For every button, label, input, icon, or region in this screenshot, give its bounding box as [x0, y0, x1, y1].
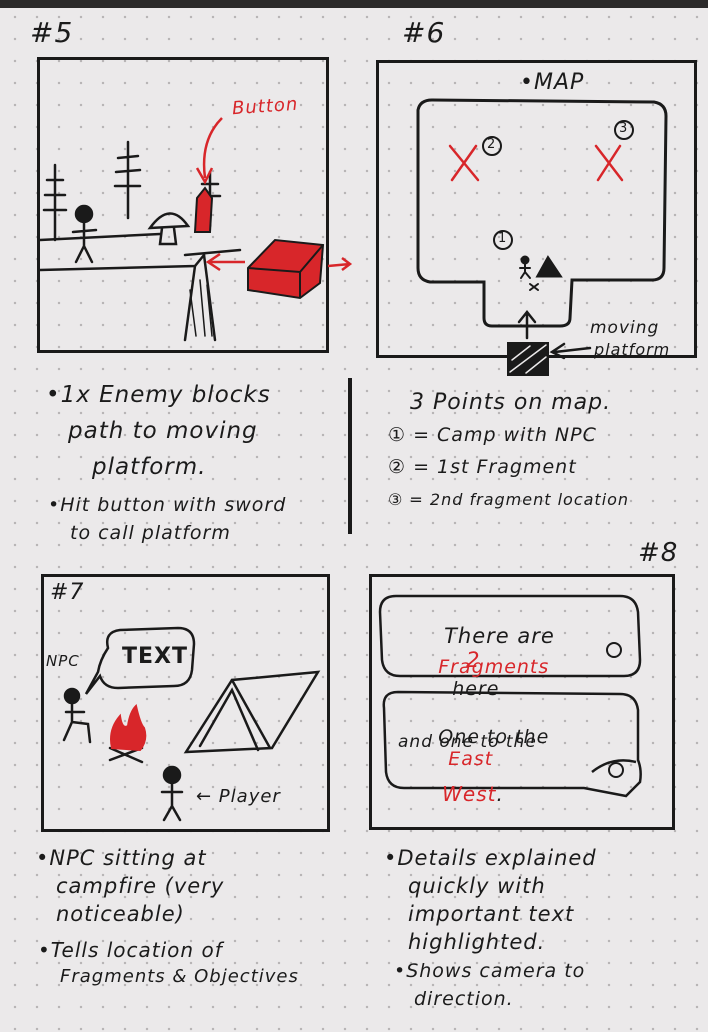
- panel-6-red-x-marks: [448, 144, 624, 182]
- npc-label: NPC: [46, 652, 80, 670]
- note-line: campfire (very: [56, 874, 225, 898]
- panel-8-number: #8: [638, 538, 679, 568]
- map-point-1: 1: [498, 231, 508, 246]
- note-line: ③ = 2nd fragment location: [388, 490, 630, 509]
- note-line: Fragments & Objectives: [60, 966, 299, 987]
- panel-7-frame: [41, 574, 330, 832]
- note-line: •1x Enemy blocks: [46, 382, 271, 408]
- bubble-2-east: East: [448, 748, 494, 770]
- divider-line: [348, 378, 352, 534]
- panel-6-map: [416, 98, 668, 376]
- note-line: noticeable): [56, 902, 185, 926]
- note-line: path to moving: [68, 418, 258, 444]
- bubble-1-line-1: There are 2: [398, 600, 555, 696]
- bubble-2-line-2: and one to the: [398, 732, 537, 752]
- note-line: highlighted.: [408, 930, 546, 954]
- panel-8-frame: [369, 574, 675, 830]
- bubble-1-number: 2: [466, 648, 481, 672]
- note-line: •Details explained: [384, 846, 597, 870]
- speech-bubble-text: TEXT: [122, 644, 189, 669]
- map-point-3: 3: [619, 121, 629, 136]
- panel-5-frame: [37, 57, 329, 353]
- note-line: •Hit button with sword: [48, 494, 287, 516]
- panel-8-bubbles: [378, 594, 642, 798]
- bubble-2-west: West: [442, 782, 497, 806]
- bubble-2-pre: One to the: [438, 726, 550, 748]
- panel-6-number: #6: [402, 16, 446, 49]
- note-line: ① = Camp with NPC: [388, 424, 597, 446]
- note-line: 3 Points on map.: [410, 390, 612, 415]
- bubble-2-line-3: West.: [398, 758, 504, 830]
- panel-7-scene: [62, 626, 321, 822]
- bubble-1-line-2: Fragments here: [396, 634, 549, 722]
- bubble-1-fragments: Fragments: [438, 656, 550, 678]
- table-background-top: [0, 0, 708, 8]
- moving-platform-label-1: moving: [590, 318, 660, 338]
- panel-5-number: #5: [30, 16, 74, 49]
- bubble-2-end: .: [496, 782, 504, 806]
- panel-7-number: #7: [50, 580, 85, 605]
- note-line: •NPC sitting at: [36, 846, 207, 870]
- note-line: important text: [408, 902, 575, 926]
- bubble-1-pre: There are: [444, 624, 555, 648]
- note-line: direction.: [414, 988, 514, 1010]
- player-label: ← Player: [196, 786, 281, 807]
- panel-5-scene: [38, 140, 242, 342]
- panel-5-red-items: [193, 117, 353, 300]
- note-line: •Shows camera to: [394, 960, 586, 982]
- note-line: platform.: [92, 454, 207, 480]
- note-line: quickly with: [408, 874, 546, 898]
- map-point-2: 2: [487, 137, 497, 152]
- bubble-1-post: here: [452, 678, 500, 700]
- moving-platform-label-2: platform: [594, 340, 671, 359]
- note-line: to call platform: [70, 522, 231, 544]
- note-line: •Tells location of: [38, 938, 223, 962]
- map-label: •MAP: [520, 70, 585, 95]
- bubble-2-line-1: One to the East: [396, 704, 549, 792]
- note-line: ② = 1st Fragment: [388, 456, 577, 478]
- panel-7-fire: [110, 704, 147, 752]
